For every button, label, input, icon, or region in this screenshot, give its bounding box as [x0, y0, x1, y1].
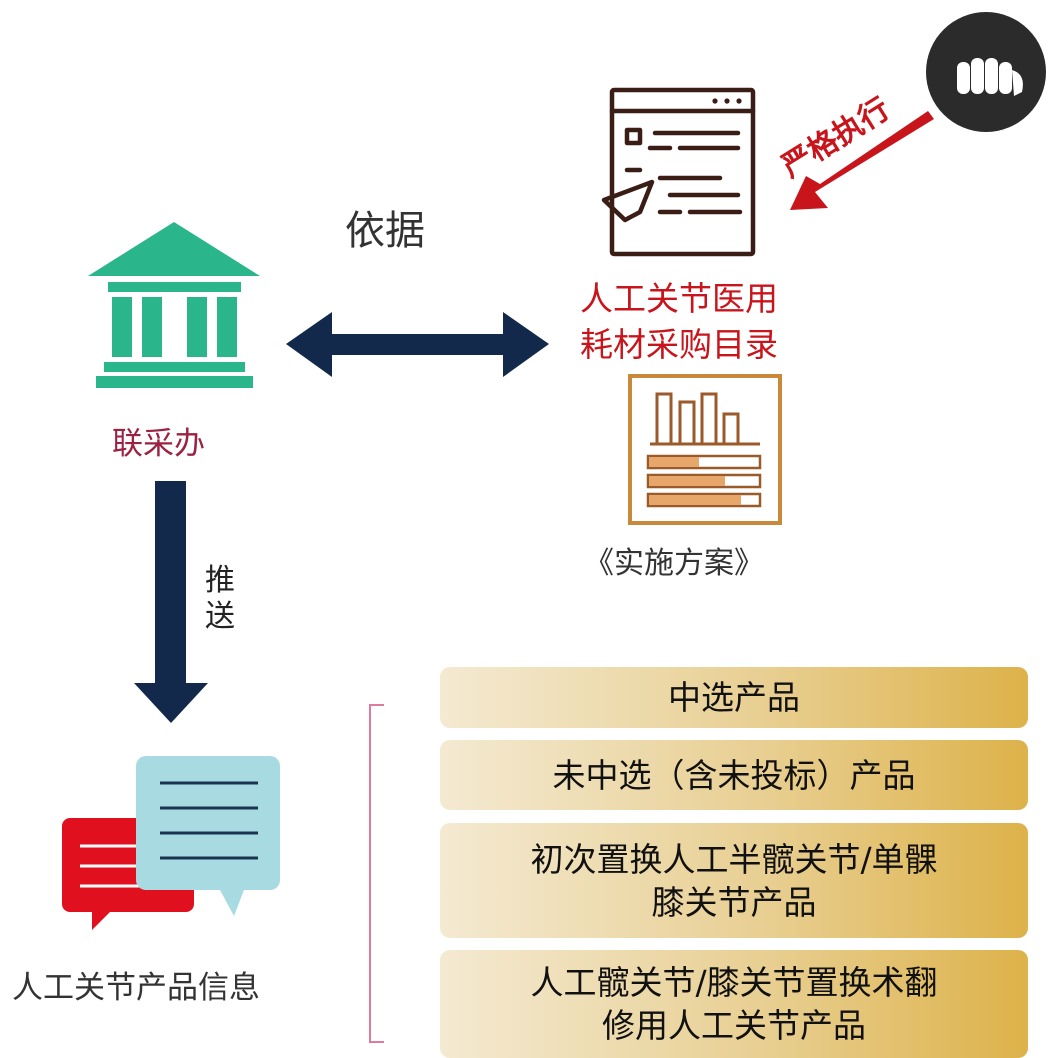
strict-execution-label: 严格执行 [776, 92, 896, 185]
catalog-title-line2: 耗材采购目录 [580, 325, 778, 364]
category-text: 中选产品 [668, 678, 800, 717]
catalog-title-line1: 人工关节医用 [580, 279, 778, 318]
category-box-not-selected: 未中选（含未投标）产品 [440, 740, 1028, 810]
push-down-arrow [134, 481, 208, 723]
category-text: 未中选（含未投标）产品 [552, 755, 916, 795]
category-text: 膝关节产品 [651, 882, 817, 922]
chat-bubbles-icon [62, 756, 280, 930]
implementation-plan-label: 《实施方案》 [584, 546, 764, 581]
strict-execution-arrow [790, 111, 934, 210]
category-text: 修用人工关节产品 [602, 1006, 866, 1045]
fist-icon [957, 58, 1023, 96]
basis-double-arrow [286, 312, 549, 377]
product-info-label: 人工关节产品信息 [12, 970, 260, 1006]
basis-label: 依据 [345, 208, 425, 254]
category-box-selected: 中选产品 [440, 667, 1028, 728]
push-label-line1: 推 [205, 563, 235, 598]
joint-procurement-office-label: 联采办 [112, 426, 205, 462]
bar-chart-report-icon [628, 374, 782, 525]
category-bracket [369, 704, 384, 1043]
category-box-revision: 人工髋关节/膝关节置换术翻 修用人工关节产品 [440, 950, 1028, 1058]
push-label-line2: 送 [205, 599, 235, 634]
category-text: 人工髋关节/膝关节置换术翻 [530, 963, 938, 1002]
category-box-primary-replacement: 初次置换人工半髋关节/单髁 膝关节产品 [440, 823, 1028, 938]
category-text: 初次置换人工半髋关节/单髁 [530, 839, 938, 879]
government-building-icon [88, 222, 260, 388]
document-pointer-icon [601, 87, 756, 257]
